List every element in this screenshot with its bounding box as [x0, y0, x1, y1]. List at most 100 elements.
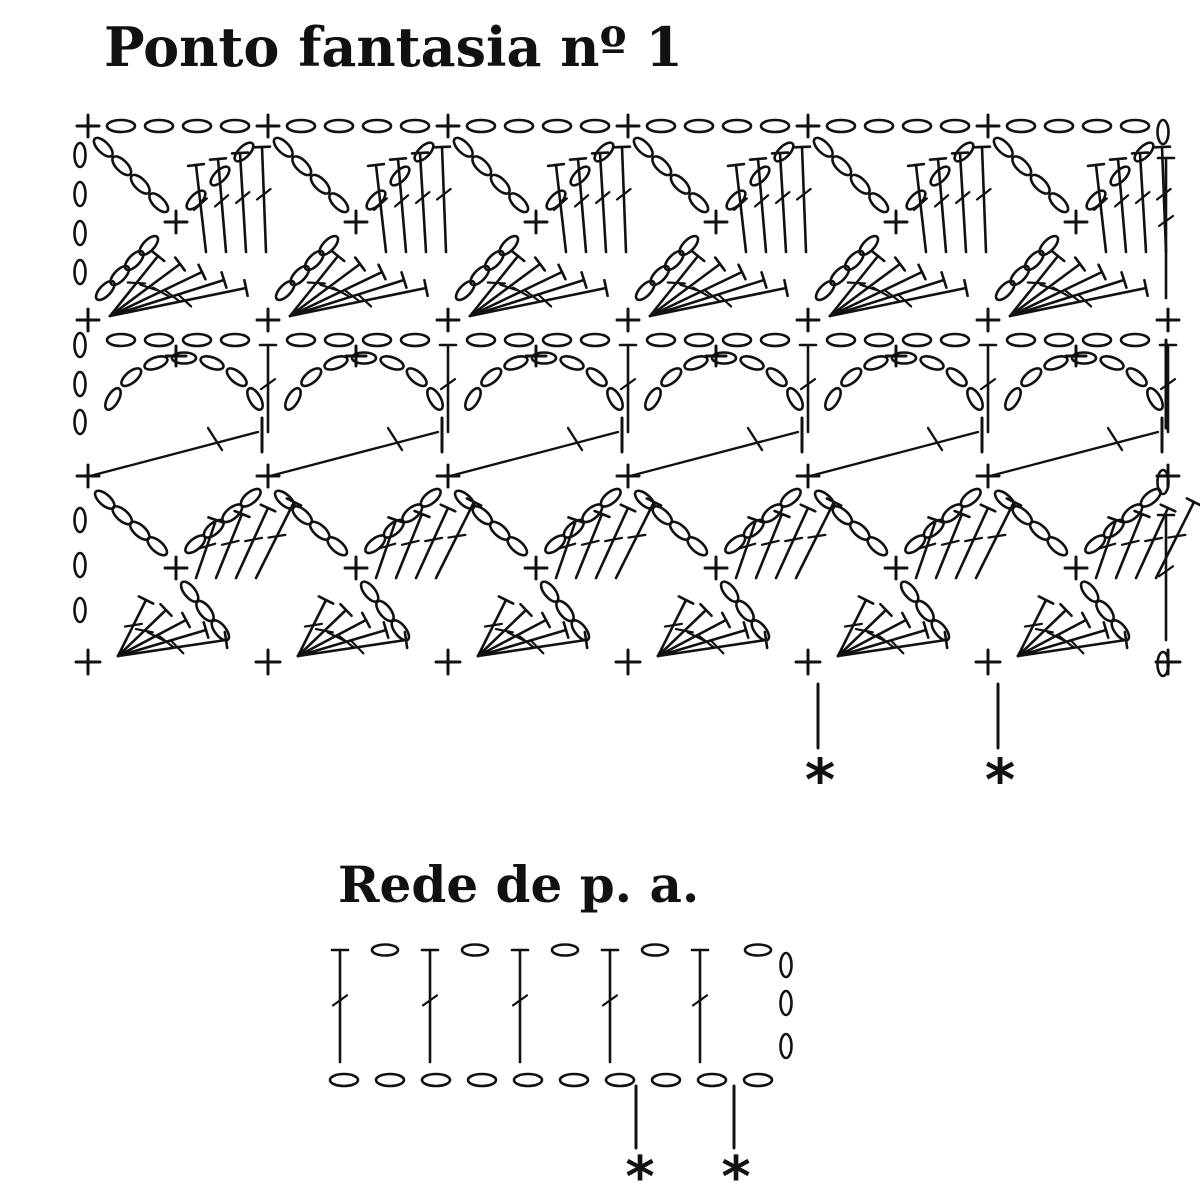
chain-stitch [75, 410, 86, 434]
stitch-line [650, 272, 742, 316]
stitch-line [437, 189, 451, 200]
stitch-line [199, 544, 215, 549]
stitch-line [1099, 265, 1106, 279]
double-crochet [478, 622, 568, 656]
stitch-line [298, 600, 326, 656]
chain-stitch [323, 354, 349, 373]
double-crochet [980, 345, 996, 432]
stitch-line [784, 280, 787, 296]
stitch-line [110, 264, 180, 316]
stitch-line [916, 520, 936, 578]
chain-stitch [698, 1074, 726, 1086]
chain-stitch [302, 248, 327, 273]
stitch-line [1052, 251, 1064, 261]
stitch-line [298, 630, 386, 656]
stitch-line [110, 272, 202, 316]
stitch-line [838, 620, 906, 656]
stitch-line [395, 195, 408, 206]
chain-stitch [863, 354, 889, 373]
chain-stitch [404, 365, 429, 389]
chain-stitch [676, 233, 701, 258]
single-crochet [976, 650, 1000, 674]
stitch-line [736, 520, 756, 578]
stitch-line [776, 508, 808, 578]
double-crochet [1156, 498, 1200, 578]
chain-stitch [352, 353, 376, 364]
stitch-line [1161, 505, 1176, 512]
chain-stitch [604, 386, 626, 412]
double-crochet [110, 280, 248, 316]
stitch-line [744, 622, 749, 637]
stitch-line [692, 251, 704, 261]
repeat-marker: * [985, 746, 1015, 814]
chain-stitch [372, 945, 398, 956]
stitch-line [556, 520, 576, 578]
stitch-line [470, 256, 518, 316]
chain-stitch [389, 618, 413, 644]
stitch-line [548, 164, 564, 166]
stitch-line [762, 541, 779, 545]
stitch-line [956, 508, 988, 578]
double-crochet [290, 265, 385, 316]
stitch-line [1010, 264, 1080, 316]
chain-stitch [287, 334, 315, 346]
double-crochet [576, 511, 609, 578]
chain-stitch [462, 945, 488, 956]
stitch-line [1157, 189, 1171, 200]
stitch-line [772, 153, 788, 154]
chain-stitch [865, 120, 893, 132]
single-crochet [77, 309, 99, 331]
chain-stitch [1046, 190, 1071, 215]
stitch-line [756, 514, 782, 578]
chain-stitch [1108, 164, 1133, 189]
stitch-line [396, 514, 422, 578]
stitch-line [848, 283, 865, 284]
stitch-line [891, 641, 903, 653]
stitch-line [125, 624, 142, 627]
double-crochet [478, 632, 587, 656]
chain-stitch [128, 172, 153, 197]
stitch-line [734, 198, 747, 210]
double-crochet [1018, 632, 1127, 656]
chain-stitch [662, 248, 687, 273]
stitch-line [981, 379, 995, 389]
double-crochet [736, 517, 764, 578]
single-crochet [977, 115, 999, 137]
single-crochet [885, 211, 907, 233]
chain-stitch [552, 945, 578, 956]
double-crochet [390, 158, 408, 252]
ponto-fantasia-diagram [75, 115, 1200, 748]
stitch-line [442, 147, 446, 252]
double-crochet [650, 272, 766, 316]
stitch-line [621, 505, 636, 512]
chain-stitch [944, 365, 969, 389]
stitch-line [596, 508, 628, 578]
stitch-line [513, 288, 528, 296]
stitch-line [290, 264, 360, 316]
stitch-slash [208, 428, 222, 450]
single-crochet [437, 115, 459, 137]
stitch-line [739, 544, 755, 549]
double-crochet [1010, 280, 1148, 316]
double-crochet [210, 158, 228, 252]
chain-stitch [745, 945, 771, 956]
double-crochet [188, 164, 207, 252]
chain-stitch [462, 386, 484, 412]
stitch-line [830, 288, 966, 316]
stitch-line [178, 295, 191, 307]
double-crochet [794, 147, 811, 252]
chain-stitch [569, 618, 593, 644]
stitch-line [859, 596, 873, 603]
chain-stitch [505, 120, 533, 132]
stitch-line [728, 164, 744, 166]
double-crochet [1096, 517, 1124, 578]
chain-stitch [865, 334, 893, 346]
stitch-line [346, 291, 360, 301]
chart-title-rede: Rede de p. a. [338, 855, 700, 914]
stitch-line [199, 265, 206, 279]
stitch-line [1099, 544, 1115, 549]
double-crochet [298, 604, 352, 656]
stitch-line [739, 265, 746, 279]
chain-stitch [1045, 120, 1073, 132]
double-crochet [548, 164, 567, 252]
